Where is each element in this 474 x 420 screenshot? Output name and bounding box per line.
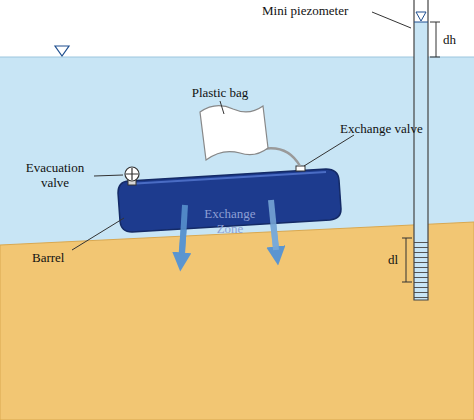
leader-line <box>220 101 224 114</box>
leader-line <box>72 218 124 250</box>
leader-line <box>94 175 123 176</box>
piezometer-tube <box>414 0 428 300</box>
exchange-arrow <box>271 200 276 250</box>
water-level-symbol <box>416 12 426 21</box>
part-label: Barrel <box>32 250 92 265</box>
piezometer-water <box>414 22 428 300</box>
dimension-label: dl <box>388 252 404 267</box>
plastic-bag <box>200 106 268 160</box>
valve-cross <box>126 168 138 180</box>
piezometer-screen <box>414 238 428 298</box>
evacuation-valve <box>125 167 139 181</box>
leader-line <box>304 135 354 166</box>
part-label: Evacuation valve <box>18 160 92 190</box>
exchange-arrow <box>181 200 186 262</box>
part-label: Mini piezometer <box>262 3 374 18</box>
dimension-label: dh <box>443 32 469 47</box>
exchange-valve <box>296 166 305 171</box>
barrel-rim <box>128 172 326 184</box>
dl-bracket <box>402 238 412 282</box>
zone-label: Exchange Zone <box>196 206 264 236</box>
leader-line <box>372 12 411 28</box>
exchange-arrow <box>182 205 185 255</box>
part-label: Exchange valve <box>340 121 450 136</box>
water-level-symbol <box>55 46 69 56</box>
part-label: Plastic bag <box>180 85 260 100</box>
water-body <box>0 57 474 420</box>
water-surface <box>0 57 474 58</box>
sediment <box>0 222 474 420</box>
dh-bracket <box>430 22 440 57</box>
piezometer-wall <box>414 0 428 300</box>
